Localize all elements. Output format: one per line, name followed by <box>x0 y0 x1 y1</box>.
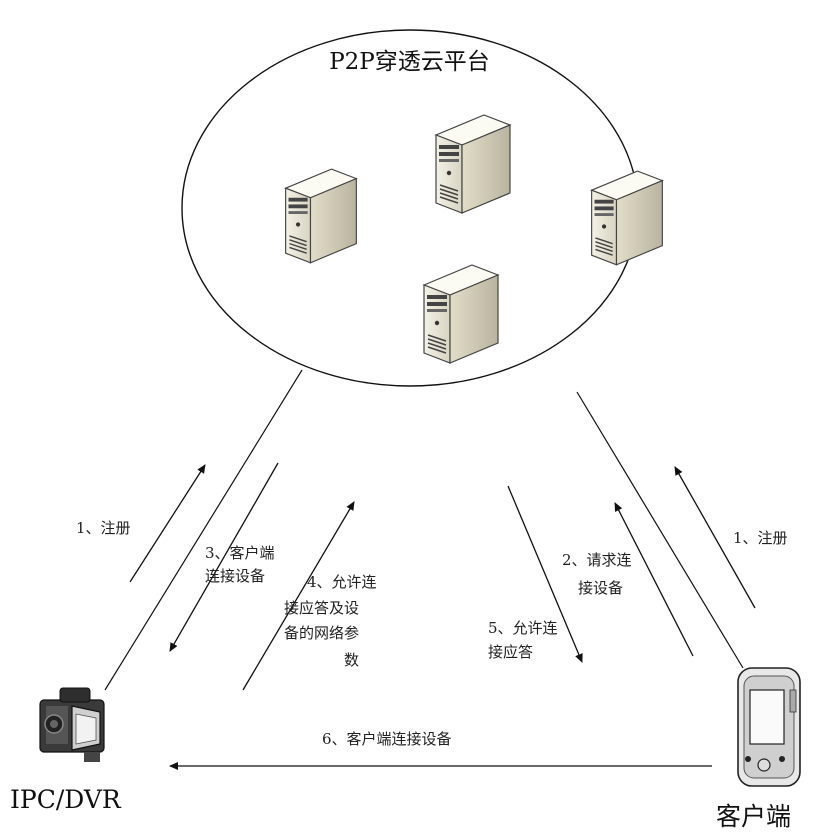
camera-icon <box>39 687 105 762</box>
step1-client-register-label: 1、注册 <box>733 529 788 547</box>
arrow-step5-allow-reply <box>507 485 583 663</box>
step3-label-line1: 3、客户端 <box>205 544 275 562</box>
client-label: 客户端 <box>716 802 792 831</box>
step4-label-line4: 数 <box>344 651 360 669</box>
arrow-step1-device-register <box>129 464 206 583</box>
step5-label-line2: 接应答 <box>488 643 534 661</box>
cloud-platform-title: P2P穿透云平台 <box>329 49 490 75</box>
step2-label-line2: 接设备 <box>578 579 624 597</box>
step5-label-line1: 5、允许连 <box>488 619 558 637</box>
arrow-step1-client-register <box>674 466 756 609</box>
arrow-step3-connect-device <box>169 462 279 652</box>
step4-label-line1: 4、允许连 <box>307 573 377 591</box>
arrow-step2-request-connect <box>614 502 694 657</box>
link-cloud-device <box>104 369 303 691</box>
mobile-phone-icon <box>737 667 801 787</box>
step6-label: 6、客户端连接设备 <box>322 730 452 748</box>
arrow-step4-allow-reply <box>242 501 355 691</box>
device-label: IPC/DVR <box>10 785 121 814</box>
step4-label-line2: 接应答及设 <box>284 599 360 617</box>
step3-label-line2: 连接设备 <box>205 567 266 585</box>
step2-label-line1: 2、请求连 <box>562 551 632 569</box>
step1-device-register-label: 1、注册 <box>76 519 131 537</box>
cloud-platform-ellipse <box>181 29 639 387</box>
step4-label-line3: 备的网络参 <box>284 624 360 642</box>
link-cloud-client <box>576 391 744 669</box>
